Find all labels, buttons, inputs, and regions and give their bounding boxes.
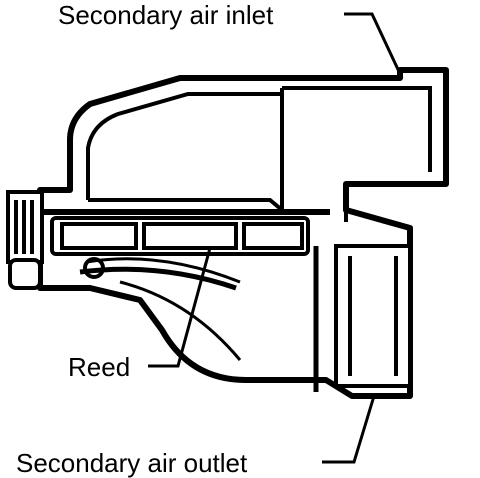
reed-assembly (79, 257, 242, 361)
inlet-inner-wall-2 (282, 86, 432, 172)
inlet-label: Secondary air inlet (58, 0, 274, 30)
reed-plate (42, 209, 330, 256)
reed-stopper (79, 266, 237, 291)
reed-label: Reed (68, 352, 130, 382)
cap-bolt (8, 258, 42, 290)
upper-chamber-floor (88, 198, 284, 212)
plate-cell-left (60, 222, 138, 250)
cap-thread (14, 200, 34, 254)
left-cap (6, 190, 44, 290)
reed-flow-curve (119, 280, 242, 361)
plate-cell-mid (142, 222, 238, 250)
plate-cell-right (242, 222, 304, 250)
reed-petal (85, 257, 241, 284)
upper-chamber-wall (86, 92, 282, 200)
flange-block (334, 244, 412, 388)
leader-lines (148, 12, 404, 464)
outlet-leader (322, 395, 376, 464)
outlet-label: Secondary air outlet (16, 448, 248, 478)
inlet-leader (344, 12, 404, 79)
outlet-flange (313, 244, 412, 392)
inlet-tube (86, 86, 432, 222)
reed-leader (148, 247, 212, 368)
